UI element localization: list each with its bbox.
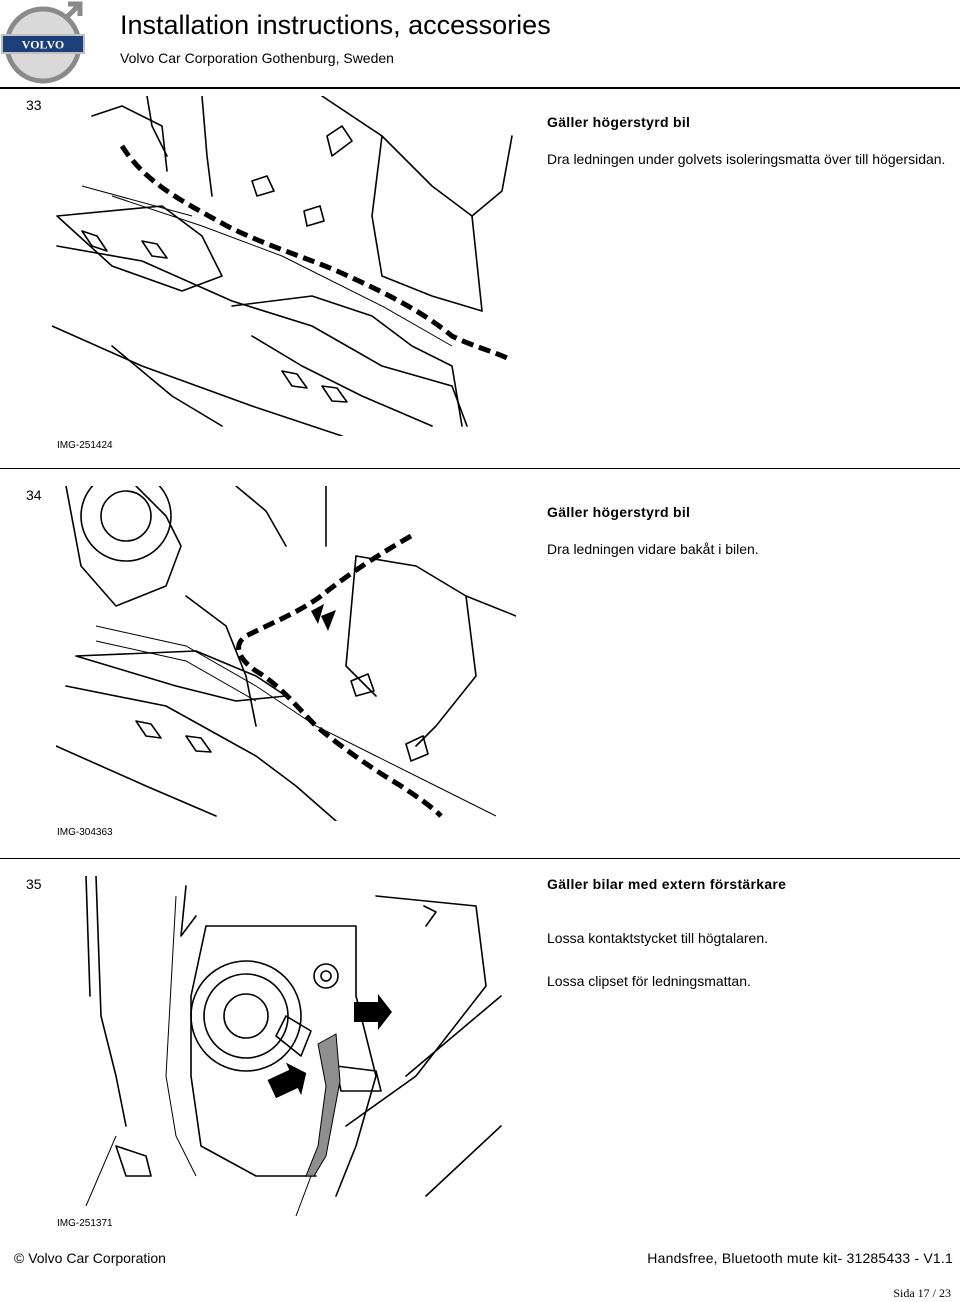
volvo-logo: VOLVO xyxy=(1,1,85,84)
page-number: Sida 17 / 23 xyxy=(893,1286,951,1300)
step-33-illustration xyxy=(52,96,513,436)
document-subtitle: Volvo Car Corporation Gothenburg, Sweden xyxy=(120,50,394,66)
footer-document-id: Handsfree, Bluetooth mute kit- 31285433 … xyxy=(647,1250,953,1266)
footer-copyright: © Volvo Car Corporation xyxy=(14,1250,166,1266)
step-34-image-id: IMG-304363 xyxy=(57,827,113,838)
step-35-text-1: Lossa kontaktstycket till högtalaren. xyxy=(547,930,769,946)
step-33-divider xyxy=(0,468,960,469)
step-33-title: Gäller högerstyrd bil xyxy=(547,114,691,130)
step-35-image-id: IMG-251371 xyxy=(57,1218,113,1229)
step-35-illustration xyxy=(85,876,502,1216)
step-34-divider xyxy=(0,858,960,859)
document-title: Installation instructions, accessories xyxy=(120,10,551,40)
logo-wordmark: VOLVO xyxy=(22,38,64,52)
step-33-text: Dra ledningen under golvets isoleringsma… xyxy=(547,151,946,167)
step-34-title: Gäller högerstyrd bil xyxy=(547,504,691,520)
header-divider xyxy=(0,87,960,89)
step-35-number: 35 xyxy=(26,876,42,892)
step-33-image-id: IMG-251424 xyxy=(57,440,113,451)
step-33-number: 33 xyxy=(26,97,42,113)
step-34-text: Dra ledningen vidare bakåt i bilen. xyxy=(547,541,759,557)
step-34-number: 34 xyxy=(26,487,42,503)
step-35-title: Gäller bilar med extern förstärkare xyxy=(547,876,787,892)
step-34-illustration xyxy=(56,486,516,821)
step-35-text-2: Lossa clipset för ledningsmattan. xyxy=(547,973,751,989)
